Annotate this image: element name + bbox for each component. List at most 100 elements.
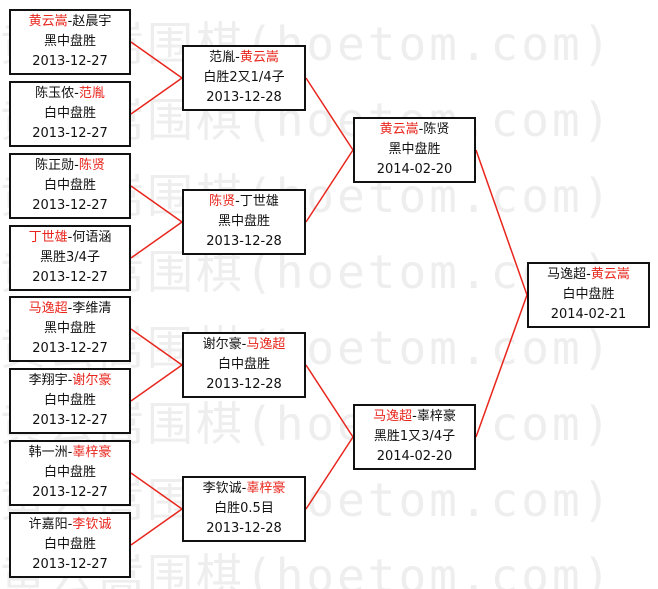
match-box-round2: 谢尔豪-马逸超 白中盘胜 2013-12-28 [182, 332, 306, 398]
winner-name: 黄云嵩 [28, 14, 68, 29]
bracket-connector-line [130, 221, 183, 259]
match-result: 白中盘胜 [43, 537, 96, 552]
player-name: 何语涵 [72, 230, 112, 245]
match-players: 马逸超-黄云嵩 [547, 267, 630, 282]
bracket-connector-line [130, 41, 183, 79]
match-players: 范胤-黄云嵩 [209, 50, 279, 65]
match-box-round3: 马逸超-辜梓豪 黑胜1又3/4子 2014-02-20 [353, 404, 476, 470]
match-box-round2: 范胤-黄云嵩 白胜2又1/4子 2013-12-28 [182, 45, 306, 111]
match-box-round1: 陈正勋-陈贤 白中盘胜 2013-12-27 [9, 153, 131, 219]
match-result: 白中盘胜 [43, 178, 96, 193]
match-players: 马逸超-李维清 [28, 301, 112, 316]
player-name: 李钦诚 [202, 481, 242, 496]
winner-name: 黄云嵩 [379, 122, 419, 137]
winner-name: 黄云嵩 [590, 267, 630, 282]
bracket-connector-line [130, 364, 183, 402]
match-date: 2014-02-20 [376, 449, 453, 464]
match-result: 黑胜3/4子 [40, 250, 100, 265]
match-result: 黑中盘胜 [388, 142, 441, 157]
match-date: 2013-12-27 [32, 341, 108, 356]
match-players: 陈贤-丁世雄 [209, 194, 279, 209]
winner-name: 谢尔豪 [72, 373, 112, 388]
player-name: 许嘉阳 [28, 517, 68, 532]
winner-name: 丁世雄 [28, 230, 68, 245]
winner-name: 范胤 [78, 86, 105, 101]
player-name: 陈贤 [423, 122, 450, 137]
match-players: 韩一洲-辜梓豪 [28, 445, 112, 460]
player-name: 范胤 [209, 50, 236, 65]
match-result: 白中盘胜 [43, 393, 96, 408]
player-name: 陈正勋 [35, 158, 75, 173]
winner-name: 马逸超 [373, 409, 413, 424]
player-name: 李维清 [72, 301, 112, 316]
match-box-round1: 丁世雄-何语涵 黑胜3/4子 2013-12-27 [9, 225, 131, 291]
match-box-round1: 韩一洲-辜梓豪 白中盘胜 2013-12-27 [9, 440, 131, 506]
bracket-connector-line [475, 149, 528, 296]
match-result: 白中盘胜 [217, 357, 270, 372]
match-players: 许嘉阳-李钦诚 [28, 517, 112, 532]
player-name: 谢尔豪 [202, 337, 242, 352]
match-box-round1: 许嘉阳-李钦诚 白中盘胜 2013-12-27 [9, 512, 131, 578]
bracket-connector-line [305, 149, 354, 223]
match-players: 丁世雄-何语涵 [28, 230, 112, 245]
bracket-connector-line [130, 508, 183, 546]
match-players: 谢尔豪-马逸超 [202, 337, 286, 352]
match-players: 马逸超-辜梓豪 [373, 409, 456, 424]
match-result: 白胜2又1/4子 [203, 70, 285, 85]
winner-name: 马逸超 [28, 301, 68, 316]
match-players: 陈正勋-陈贤 [35, 158, 105, 173]
bracket-connector-line [130, 472, 183, 510]
match-players: 陈玉侬-范胤 [35, 86, 105, 101]
match-date: 2013-12-27 [32, 270, 108, 285]
winner-name: 黄云嵩 [239, 50, 279, 65]
match-result: 白中盘胜 [562, 287, 615, 302]
winner-name: 马逸超 [246, 337, 286, 352]
match-date: 2013-12-27 [32, 413, 108, 428]
player-name: 韩一洲 [28, 445, 68, 460]
match-box-round1: 黄云嵩-赵晨宇 黑中盘胜 2013-12-27 [9, 9, 131, 75]
match-date: 2013-12-28 [206, 234, 282, 249]
match-date: 2013-12-27 [32, 485, 108, 500]
winner-name: 陈贤 [78, 158, 105, 173]
match-date: 2013-12-28 [206, 377, 282, 392]
match-players: 黄云嵩-陈贤 [379, 122, 450, 137]
match-date: 2014-02-20 [376, 162, 453, 177]
bracket-connector-line [130, 328, 183, 366]
match-box-round3: 黄云嵩-陈贤 黑中盘胜 2014-02-20 [353, 117, 476, 183]
player-name: 辜梓豪 [416, 409, 456, 424]
winner-name: 陈贤 [209, 194, 236, 209]
match-result: 白中盘胜 [43, 465, 96, 480]
match-box-round1: 陈玉侬-范胤 白中盘胜 2013-12-27 [9, 81, 131, 147]
match-box-round1: 马逸超-李维清 黑中盘胜 2013-12-27 [9, 296, 131, 362]
winner-name: 辜梓豪 [246, 481, 286, 496]
match-date: 2013-12-27 [32, 198, 108, 213]
bracket-connector-line [130, 77, 183, 115]
match-players: 李翔宇-谢尔豪 [28, 373, 112, 388]
player-name: 李翔宇 [28, 373, 68, 388]
bracket-connector-line [130, 185, 183, 223]
match-box-round2: 陈贤-丁世雄 黑中盘胜 2013-12-28 [182, 189, 306, 255]
match-date: 2013-12-28 [206, 521, 282, 536]
match-result: 黑中盘胜 [43, 321, 96, 336]
bracket-connector-line [305, 77, 354, 151]
match-result: 黑中盘胜 [43, 34, 96, 49]
match-result: 白胜0.5目 [214, 501, 274, 516]
player-name: 赵晨宇 [72, 14, 112, 29]
winner-name: 李钦诚 [72, 517, 112, 532]
match-result: 黑胜1又3/4子 [373, 429, 456, 444]
match-result: 白中盘胜 [43, 106, 96, 121]
match-box-round2: 李钦诚-辜梓豪 白胜0.5目 2013-12-28 [182, 476, 306, 542]
bracket-connector-line [305, 364, 354, 438]
player-name: 丁世雄 [239, 194, 279, 209]
bracket-connector-line [305, 436, 354, 510]
match-players: 黄云嵩-赵晨宇 [28, 14, 112, 29]
bracket-connector-line [475, 294, 528, 438]
match-date: 2013-12-27 [32, 54, 108, 69]
match-date: 2013-12-27 [32, 557, 108, 572]
match-box-round1: 李翔宇-谢尔豪 白中盘胜 2013-12-27 [9, 368, 131, 434]
player-name: 陈玉侬 [35, 86, 75, 101]
match-players: 李钦诚-辜梓豪 [202, 481, 286, 496]
match-date: 2013-12-27 [32, 126, 108, 141]
